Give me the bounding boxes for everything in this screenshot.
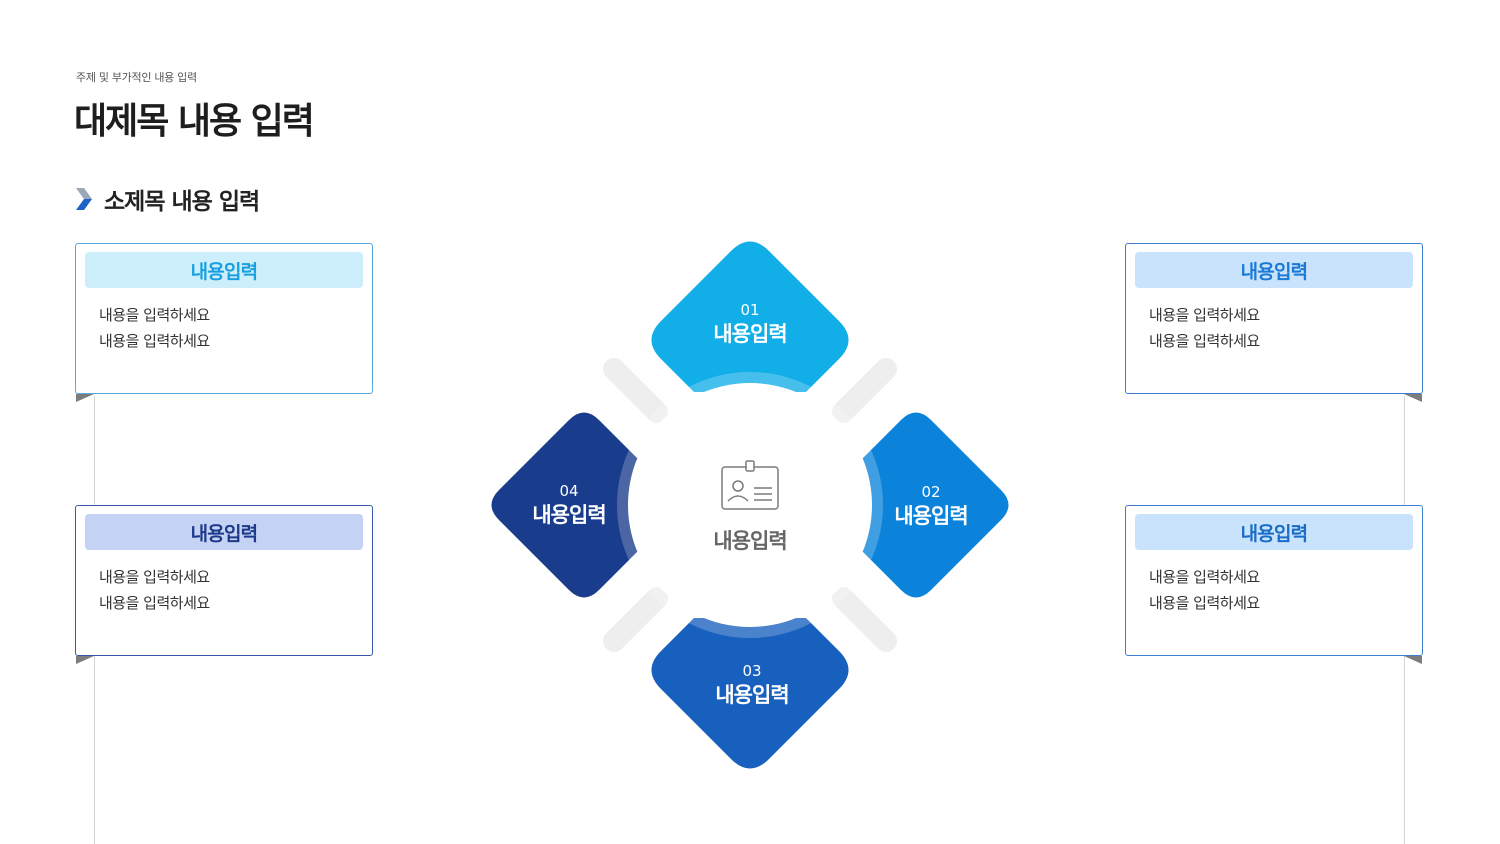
card-body: 내용을 입력하세요 내용을 입력하세요 — [99, 564, 210, 616]
item-text: 내용입력 — [894, 504, 968, 528]
card-line: 내용을 입력하세요 — [99, 594, 210, 612]
diamond-03 — [651, 618, 849, 769]
item-number: 03 — [742, 662, 762, 680]
diamond-02 — [850, 412, 1009, 598]
card-line: 내용을 입력하세요 — [99, 332, 210, 350]
card-line: 내용을 입력하세요 — [99, 306, 210, 324]
item-03-label: 03 내용입력 — [702, 662, 802, 710]
card-title: 내용입력 — [85, 252, 363, 288]
card-tab — [76, 656, 94, 664]
item-number: 02 — [921, 483, 941, 501]
page-title: 대제목 내용 입력 — [74, 101, 315, 142]
card-line: 내용을 입력하세요 — [1149, 306, 1260, 324]
info-card-left-bottom: 내용입력 내용을 입력하세요 내용을 입력하세요 — [75, 505, 373, 664]
diamond-04 — [491, 412, 650, 598]
card-title: 내용입력 — [85, 514, 363, 550]
card-tab — [76, 394, 94, 402]
diamond-01 — [651, 241, 849, 392]
section-heading: 소제목 내용 입력 — [74, 184, 260, 215]
item-number: 01 — [740, 301, 760, 319]
item-text: 내용입력 — [715, 683, 789, 707]
item-04-label: 04 내용입력 — [519, 482, 619, 530]
info-card-right-top: 내용입력 내용을 입력하세요 내용을 입력하세요 — [1125, 243, 1423, 402]
card-body: 내용을 입력하세요 내용을 입력하세요 — [99, 302, 210, 354]
card-title: 내용입력 — [1135, 514, 1413, 550]
card-tab — [1404, 394, 1422, 402]
card-line: 내용을 입력하세요 — [1149, 568, 1260, 586]
card-body: 내용을 입력하세요 내용을 입력하세요 — [1149, 302, 1260, 354]
info-card-right-bottom: 내용입력 내용을 입력하세요 내용을 입력하세요 — [1125, 505, 1423, 664]
diagonal-connectors — [603, 358, 897, 652]
card-line: 내용을 입력하세요 — [99, 568, 210, 586]
card-line: 내용을 입력하세요 — [1149, 332, 1260, 350]
card-tab — [1404, 656, 1422, 664]
item-text: 내용입력 — [532, 503, 606, 527]
topic-eyebrow: 주제 및 부가적인 내용 입력 — [76, 71, 197, 84]
center-circle — [628, 383, 872, 627]
card-line: 내용을 입력하세요 — [1149, 594, 1260, 612]
item-number: 04 — [559, 482, 579, 500]
cycle-diagram: 내용입력 01 내용입력 02 내용입력 03 내용입력 04 내용입력 — [470, 235, 1030, 780]
item-text: 내용입력 — [713, 322, 787, 346]
card-title: 내용입력 — [1135, 252, 1413, 288]
card-body: 내용을 입력하세요 내용을 입력하세요 — [1149, 564, 1260, 616]
center-label: 내용입력 — [713, 529, 787, 553]
info-card-left-top: 내용입력 내용을 입력하세요 내용을 입력하세요 — [75, 243, 373, 402]
item-01-label: 01 내용입력 — [700, 301, 800, 349]
item-02-label: 02 내용입력 — [881, 483, 981, 531]
diagram-graphics — [491, 241, 1009, 769]
chevron-right-icon — [76, 188, 92, 210]
section-heading-text: 소제목 내용 입력 — [104, 189, 260, 215]
id-badge-icon — [721, 460, 779, 510]
